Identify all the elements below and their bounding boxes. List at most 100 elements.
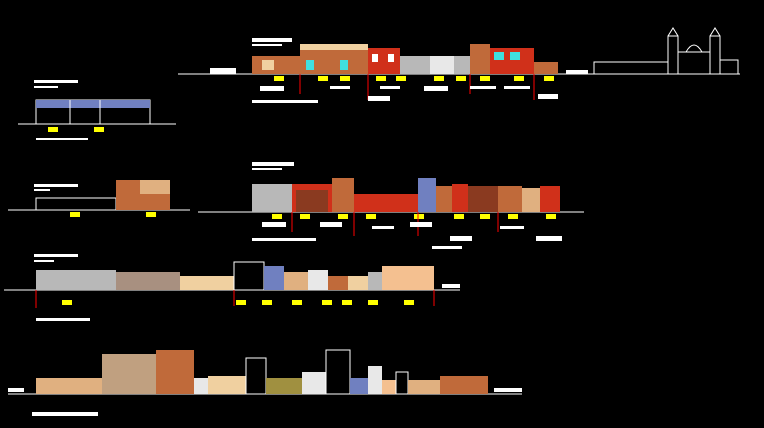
tag (368, 300, 378, 305)
facade (368, 366, 382, 394)
title-label-bar (34, 80, 78, 83)
facade (252, 184, 292, 212)
facade (494, 388, 522, 392)
label-bar (36, 318, 90, 321)
facade (332, 178, 354, 212)
facade (490, 48, 534, 74)
facade (140, 180, 170, 194)
tag (366, 214, 376, 219)
facade (354, 194, 418, 212)
tag (546, 214, 556, 219)
label-bar (450, 236, 472, 241)
church-icon (667, 27, 739, 75)
facade (262, 60, 274, 70)
tag (396, 76, 406, 81)
title-label-bar (34, 254, 78, 257)
title-label-bar (34, 184, 78, 187)
tag (318, 76, 328, 81)
label-bar (36, 138, 88, 140)
facade (284, 272, 308, 290)
tag (480, 76, 490, 81)
facade (468, 186, 498, 212)
facade (348, 276, 368, 290)
tag (508, 214, 518, 219)
tag (404, 300, 414, 305)
facade (566, 70, 588, 74)
facade (36, 100, 150, 108)
window (494, 52, 504, 60)
tag (454, 214, 464, 219)
tag (340, 76, 350, 81)
facade (156, 350, 194, 394)
facade (470, 44, 490, 74)
street-elevation-3 (4, 254, 460, 321)
label-bar (424, 86, 448, 91)
tag (292, 300, 302, 305)
facade (36, 378, 102, 394)
label-bar (252, 238, 316, 241)
label-bar (380, 86, 400, 89)
facade (382, 380, 396, 394)
facade (408, 380, 440, 394)
facade (350, 378, 368, 394)
facade (252, 56, 302, 74)
tag (262, 300, 272, 305)
tag (274, 76, 284, 81)
tag (70, 212, 80, 217)
facade (418, 178, 436, 212)
tag (544, 76, 554, 81)
facade (430, 56, 454, 74)
label-bar (262, 222, 286, 227)
facade (210, 68, 236, 74)
tag (338, 214, 348, 219)
small-elevation-b (8, 180, 190, 217)
title-label-bar (34, 260, 54, 262)
window (306, 60, 314, 70)
facade (325, 349, 351, 395)
tag (456, 76, 466, 81)
facade (368, 272, 382, 290)
facade (302, 372, 326, 394)
tag (376, 76, 386, 81)
tag (342, 300, 352, 305)
facade (36, 270, 116, 290)
label-bar (536, 236, 562, 241)
facade (328, 276, 348, 290)
facade (452, 184, 468, 212)
label-bar (320, 222, 342, 227)
window (510, 52, 520, 60)
facade (522, 188, 540, 212)
label-bar (500, 226, 524, 229)
facade (296, 190, 328, 212)
tag (300, 214, 310, 219)
title-label-bar (252, 38, 292, 42)
tag (146, 212, 156, 217)
tag (514, 76, 524, 81)
facade (245, 357, 267, 395)
label-bar (330, 86, 350, 89)
facade (266, 378, 302, 394)
tag (236, 300, 246, 305)
facade (116, 272, 180, 290)
facade (208, 376, 246, 394)
label-bar (504, 86, 530, 89)
facade (264, 266, 284, 290)
facade (436, 186, 452, 212)
tag (322, 300, 332, 305)
facade (194, 378, 208, 394)
tag (272, 214, 282, 219)
title-label-bar (252, 44, 282, 46)
label-bar (252, 100, 318, 103)
title-label-bar (252, 168, 282, 170)
title-label-bar (252, 162, 294, 166)
facade (534, 62, 558, 74)
facade (540, 186, 560, 212)
title-label-bar (34, 86, 58, 88)
label-bar (470, 86, 496, 89)
label-bar (410, 222, 432, 227)
label-bar (260, 86, 284, 91)
street-elevation-2 (198, 162, 584, 249)
facade (440, 376, 488, 394)
label-bar (538, 94, 558, 99)
